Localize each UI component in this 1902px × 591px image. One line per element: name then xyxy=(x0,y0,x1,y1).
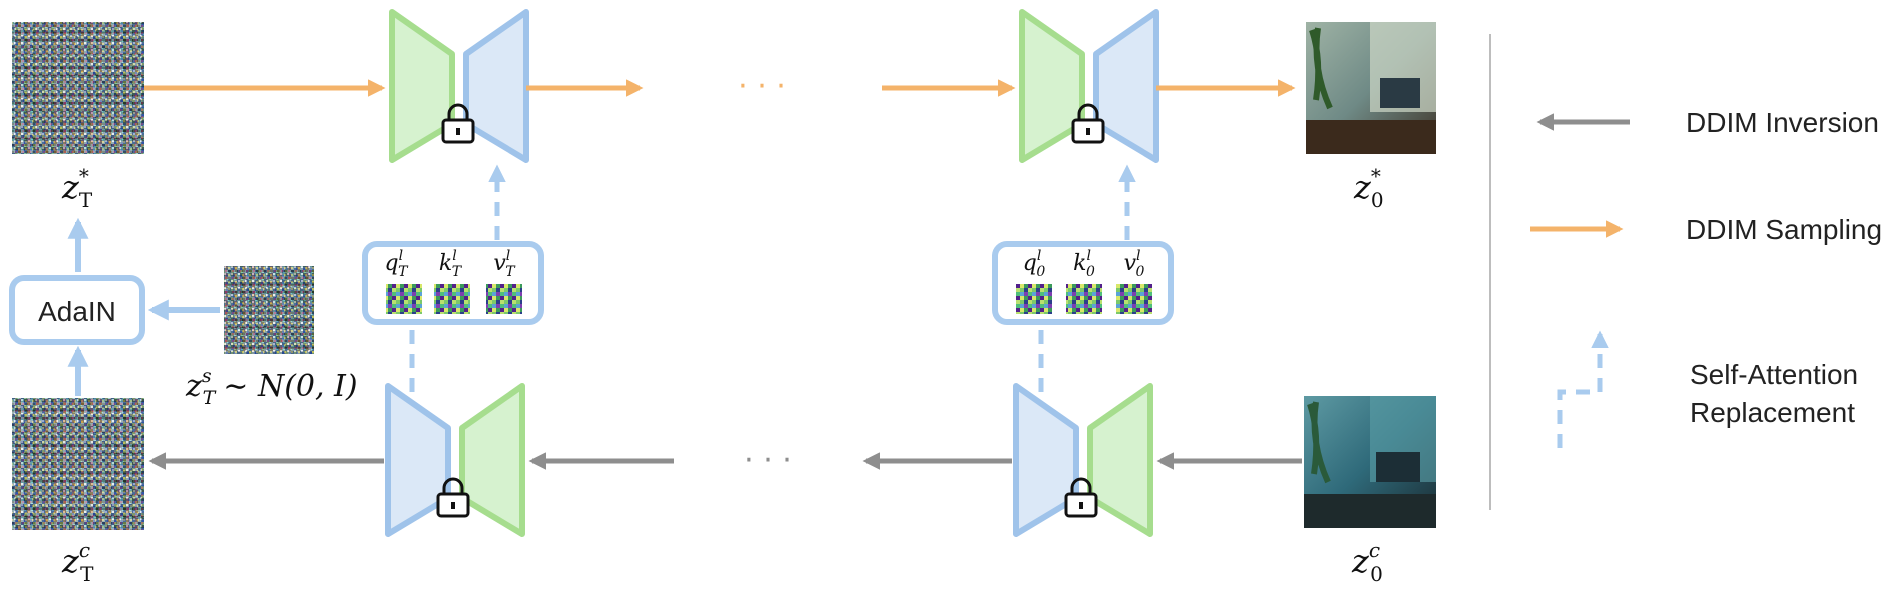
svg-text:qlT: qlT xyxy=(385,248,410,280)
svg-text:kl0: kl0 xyxy=(1073,248,1095,280)
zT-star-label: z*T xyxy=(61,164,93,212)
lock-icon xyxy=(1071,103,1105,144)
legend-attention-arrow xyxy=(1557,330,1609,448)
zT-star-image xyxy=(12,22,144,154)
z0-star-image xyxy=(1306,22,1436,154)
z0-c-image xyxy=(1304,396,1436,528)
unet-bottom-right xyxy=(1013,383,1153,537)
legend-attention-label-1: Self-Attention xyxy=(1690,359,1858,390)
z0-star-label: z*0 xyxy=(1353,164,1384,212)
unet-bottom-left xyxy=(385,383,525,537)
lock-icon xyxy=(1064,477,1098,518)
legend-sampling-label: DDIM Sampling xyxy=(1686,214,1882,245)
legend: DDIM Inversion DDIM Sampling Self-Attent… xyxy=(1530,107,1882,448)
zT-c-image xyxy=(12,398,144,530)
unet-top-left xyxy=(389,9,529,163)
lock-icon xyxy=(441,103,475,144)
legend-attention-label-2: Replacement xyxy=(1690,397,1855,428)
unet-top-right xyxy=(1019,9,1159,163)
ellipsis-top: · · · xyxy=(738,69,786,104)
legend-inversion-label: DDIM Inversion xyxy=(1686,107,1879,138)
lock-icon xyxy=(436,477,470,518)
svg-text:klT: klT xyxy=(439,248,463,280)
zT-s-image xyxy=(224,266,314,354)
svg-text:ql0: ql0 xyxy=(1023,248,1046,280)
ellipsis-bottom: · · · xyxy=(744,443,792,478)
adain-label: AdaIN xyxy=(38,296,116,327)
adain-box: AdaIN xyxy=(9,275,145,345)
svg-text:vlT: vlT xyxy=(493,248,516,280)
svg-text:vl0: vl0 xyxy=(1124,248,1145,280)
